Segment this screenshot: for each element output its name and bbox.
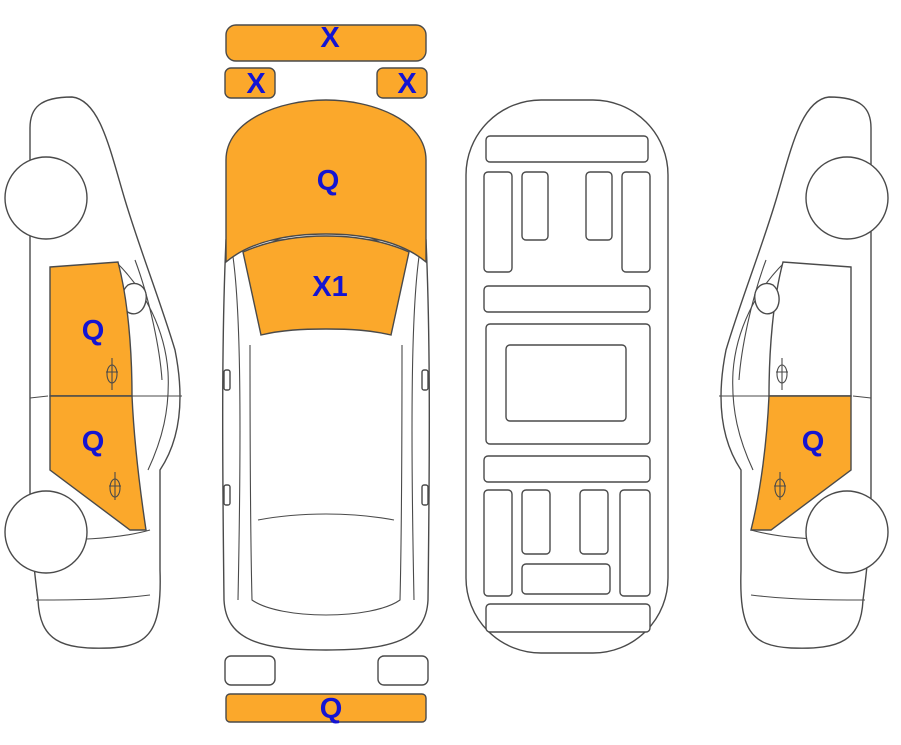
right-front-door-label: Q: [802, 426, 825, 458]
roof-left-label: X: [246, 68, 266, 100]
left-side-view: Q Q: [4, 96, 182, 649]
windshield-panel: [242, 235, 410, 336]
left-rear-door-panel: [49, 395, 147, 531]
roof-left-panel: [224, 67, 276, 99]
roof-bar-panel: [225, 24, 427, 62]
right-rear-door-panel: [768, 261, 852, 397]
top-body-outline: [221, 239, 431, 651]
left-rear-wheel: [4, 490, 88, 574]
right-rear-wheel: [805, 490, 889, 574]
right-front-door-panel: [750, 395, 852, 531]
rear-bumper-panel: [225, 693, 427, 723]
roof-bar-label: X: [320, 22, 340, 54]
rear-right-light: [377, 655, 429, 686]
rear-left-light: [224, 655, 276, 686]
right-mirror: [754, 282, 780, 315]
right-front-wheel: [805, 156, 889, 240]
right-side-view: Q: [719, 96, 889, 649]
rear-bumper-label: Q: [320, 693, 343, 725]
windshield-label: X1: [312, 271, 347, 303]
hood-label: Q: [317, 165, 340, 197]
hood-panel: [225, 99, 427, 264]
underbody-view: [465, 99, 669, 654]
top-view: X X X Q X1 Q: [221, 22, 431, 725]
roof-right-label: X: [397, 68, 417, 100]
roof-right-panel: [376, 67, 428, 99]
left-front-wheel: [4, 156, 88, 240]
left-front-door-label: Q: [82, 315, 105, 347]
left-rear-door-label: Q: [82, 426, 105, 458]
